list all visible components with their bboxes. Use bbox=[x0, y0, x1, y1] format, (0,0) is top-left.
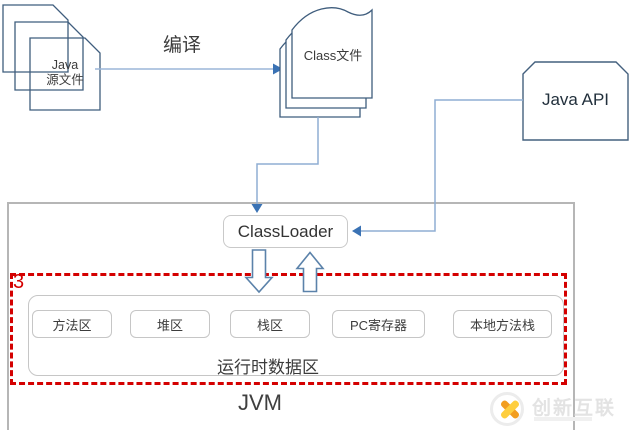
java-source-line2: 源文件 bbox=[46, 73, 84, 87]
runtime-dashed-region bbox=[10, 273, 567, 385]
class-page-back bbox=[279, 26, 361, 118]
runtime-area-label: 运行时数据区 bbox=[217, 358, 319, 377]
compile-label: 编译 bbox=[162, 35, 201, 56]
jvm-label: JVM bbox=[238, 390, 282, 415]
compile-arrowhead bbox=[273, 63, 283, 75]
method-area-box: 方法区 bbox=[32, 310, 112, 338]
watermark-brand-text: 创新互联 bbox=[532, 398, 617, 419]
native-method-stack-box: 本地方法栈 bbox=[453, 310, 552, 338]
watermark-subtext-strip bbox=[534, 417, 592, 421]
watermark: 创新互联 bbox=[488, 390, 633, 430]
compile-arrow bbox=[95, 63, 283, 75]
java-source-label: Java 源文件 bbox=[30, 58, 100, 88]
java-api-label: Java API bbox=[541, 90, 610, 109]
watermark-logo-icon bbox=[490, 392, 524, 426]
classfile-to-classloader-connector bbox=[251, 117, 319, 213]
java-source-line1: Java bbox=[51, 58, 79, 72]
classloader-box: ClassLoader bbox=[223, 215, 348, 248]
stack-area-box: 栈区 bbox=[230, 310, 310, 338]
step-badge: 3 bbox=[13, 271, 25, 293]
class-file-label: Class文件 bbox=[303, 48, 363, 63]
pc-register-box: PC寄存器 bbox=[332, 310, 425, 338]
heap-area-box: 堆区 bbox=[130, 310, 210, 338]
classloader-label: ClassLoader bbox=[237, 221, 334, 241]
runtime-data-area-container bbox=[28, 295, 564, 376]
